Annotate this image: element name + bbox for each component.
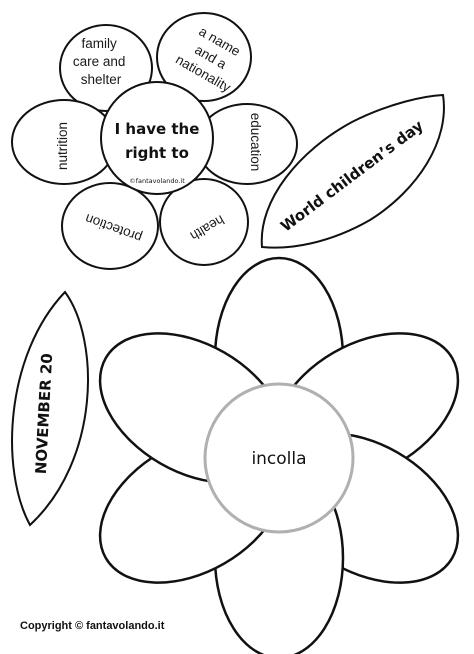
leaf-world-childrens-day: World children’s day xyxy=(260,93,445,249)
petal-name xyxy=(156,12,252,102)
leaf-left-shape xyxy=(11,290,89,527)
petal-family-text: family care and shelter xyxy=(73,36,129,87)
center-title-line1: I have the xyxy=(115,120,200,138)
center-watermark: ©fantavolando.it xyxy=(129,177,185,185)
big-flower-center xyxy=(203,382,355,534)
small-flower-center xyxy=(100,81,214,195)
big-flower-petals xyxy=(98,256,460,654)
leaf-right-shape xyxy=(260,93,445,249)
petal-protection xyxy=(61,182,159,270)
big-flower-center-label: incolla xyxy=(251,449,306,469)
petal-nutrition-text: nutrition xyxy=(55,122,70,170)
petal-health xyxy=(159,178,249,266)
center-title-line2: right to xyxy=(125,144,189,162)
leaf-november-20: NOVEMBER 20 xyxy=(11,290,89,527)
big-flower: incolla xyxy=(98,256,460,654)
copyright-notice: Copyright © fantavolando.it xyxy=(20,620,165,632)
petal-education-text: education xyxy=(248,113,263,172)
small-flower: family care and shelter a name and a nat… xyxy=(11,12,298,270)
